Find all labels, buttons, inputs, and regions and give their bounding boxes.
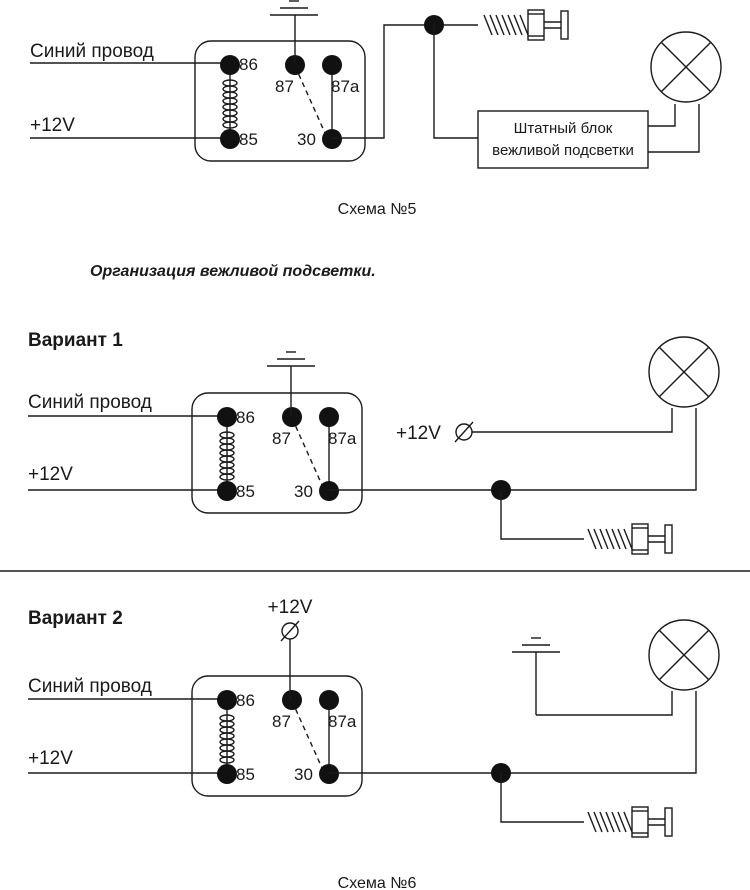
courtesy-light-block (477, 110, 649, 169)
plus12v-label: +12V (30, 115, 75, 136)
ground-icon (511, 637, 561, 653)
ground-icon (266, 351, 316, 367)
pin-87-label: 87 (272, 429, 291, 448)
block-label-line2: вежливой подсветки (492, 142, 634, 159)
pin-87a-label: 87a (328, 712, 357, 731)
scheme6-caption: Схема №6 (338, 875, 417, 890)
pin-87-label: 87 (275, 77, 294, 96)
pin-87-label: 87 (272, 712, 291, 731)
plus12v-label: +12V (28, 748, 73, 769)
pin-86-label: 86 (239, 55, 258, 74)
pin-30-label: 30 (294, 482, 313, 501)
terminal-icon (280, 620, 300, 642)
blue-wire-label: Синий провод (30, 41, 154, 62)
lamp-icon (648, 336, 720, 408)
plus12v-label: +12V (28, 464, 73, 485)
section-title: Организация вежливой подсветки. (90, 263, 376, 280)
pin-30-label: 30 (297, 130, 316, 149)
pin-86-label: 86 (236, 408, 255, 427)
pin-87a-label: 87a (331, 77, 360, 96)
blue-wire-label: Синий провод (28, 676, 152, 697)
terminal-icon (454, 421, 474, 443)
pin-30-label: 30 (294, 765, 313, 784)
door-switch-icon (483, 9, 569, 41)
lamp-icon (648, 619, 720, 691)
pin-86-label: 86 (236, 691, 255, 710)
variant2-title: Вариант 2 (28, 608, 123, 629)
relay (191, 392, 363, 514)
pin-85-label: 85 (236, 765, 255, 784)
variant1-title: Вариант 1 (28, 330, 123, 351)
variant1: Вариант 1 Синий провод +12V 86 85 87 87a… (28, 330, 720, 555)
lamp-icon (650, 31, 722, 103)
relay (194, 40, 366, 162)
pin-85-label: 85 (236, 482, 255, 501)
block-label-line1: Штатный блок (514, 120, 613, 137)
supply-label: +12V (396, 423, 441, 444)
door-switch-icon (587, 806, 673, 838)
variant2: Вариант 2 Синий провод +12V 86 85 87 87a… (28, 597, 720, 838)
scheme5-caption: Схема №5 (338, 201, 417, 218)
pin-87a-label: 87a (328, 429, 357, 448)
ground-icon (269, 0, 319, 16)
scheme5: Синий провод +12V 86 85 87 87a 30 Штатны… (30, 0, 722, 218)
relay (191, 675, 363, 797)
blue-wire-label: Синий провод (28, 392, 152, 413)
door-switch-icon (587, 523, 673, 555)
pin-85-label: 85 (239, 130, 258, 149)
supply-label: +12V (268, 597, 313, 618)
